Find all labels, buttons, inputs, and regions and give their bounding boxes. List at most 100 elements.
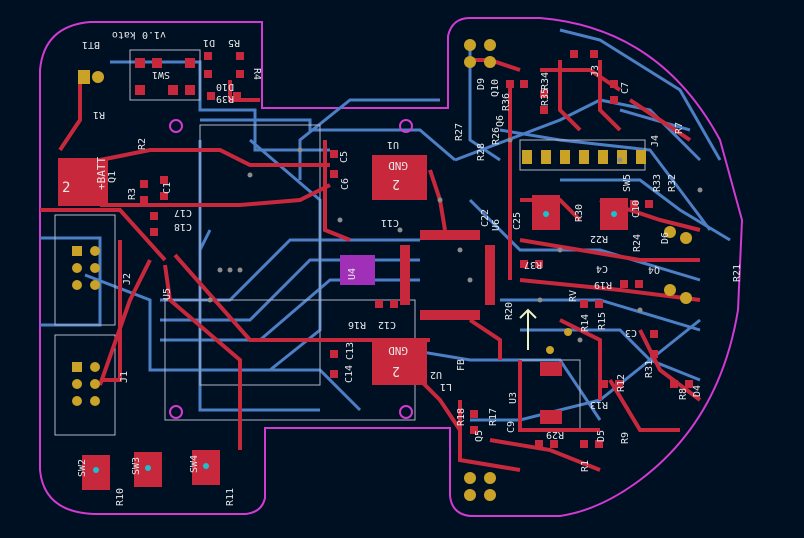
label-r14: R14 [580,314,591,332]
back-trace [200,118,456,162]
label-bt1: BT1 [82,39,100,50]
fab-outline [54,334,116,436]
label-u1-silk-b: 2 [392,176,400,191]
header-j4-pads [522,150,646,164]
label-r17: R17 [488,408,499,426]
label-c17: C17 [174,207,192,218]
label-r28: R28 [476,143,487,161]
label-c3: C3 [625,327,637,338]
front-trace [518,360,600,432]
label-r35: R35 [540,88,551,106]
label-r8: R8 [678,388,689,400]
fab-layer [54,49,646,436]
label-r27: R27 [454,123,465,141]
label-r9: R9 [620,432,631,444]
front-trace [100,183,331,207]
label-c22: C22 [480,209,491,227]
board-outline [39,17,744,517]
label-c12: C12 [378,319,396,330]
label-d10: D10 [216,81,234,92]
motor-pads [464,39,692,501]
label-d4: D4 [692,385,703,397]
label-r18: R18 [456,408,467,426]
label-r10: R10 [115,488,126,506]
front-trace [323,140,351,242]
sw1-pads [135,58,195,95]
front-trace [40,208,167,262]
back-trace [468,40,501,162]
front-trace [489,438,601,472]
board-version-text: v1.0 kato [112,29,166,40]
label-r37: R37 [524,259,542,270]
battery-connector-pad [78,70,90,84]
back-trace [84,273,362,412]
label-bat-silk: +BATT [95,157,108,190]
label-r13: R13 [590,399,608,410]
label-q5: Q5 [474,430,485,442]
label-r11: R11 [225,488,236,506]
label-u4: U4 [347,268,358,280]
label-r29: R29 [546,429,564,440]
label-u2-silk-a: GND [388,344,408,357]
front-trace [228,80,260,102]
battery-connector-pad [92,71,104,83]
label-u6: U6 [491,219,502,231]
label-q6: Q6 [495,115,506,127]
front-trace [608,378,680,432]
back-trace [619,108,691,132]
label-r2: R2 [137,138,148,150]
back-trace [559,28,722,161]
front-trace [638,329,702,402]
front-trace [628,98,692,142]
label-j3: J3 [590,65,601,77]
label-c8: C9 [506,421,517,433]
label-sw5: SW5 [622,174,633,192]
label-sw1: SW1 [152,69,170,80]
label-d5: D5 [596,430,607,442]
label-bat-silk-2: 2 [62,180,70,196]
label-rv: RV [568,290,579,302]
back-trace [499,128,712,231]
label-u5: U5 [162,288,173,300]
front-trace [173,253,320,342]
front-trace [598,60,622,132]
label-r30: R30 [574,204,585,222]
label-c7: C7 [620,82,631,94]
label-j4: J4 [650,135,661,147]
label-r32: R32 [667,174,678,192]
label-u3: U3 [508,392,519,404]
label-c13: C13 [345,342,356,360]
fab-outline [54,214,116,326]
label-r1-bottom: R1 [580,460,591,472]
label-r26: R26 [491,127,502,145]
label-r3: R3 [127,188,138,200]
back-trace [298,98,440,180]
front-trace [558,60,582,132]
label-r4: R4 [251,68,262,80]
label-c5: C5 [339,151,350,163]
u4-body [340,255,375,285]
label-fb: FB [456,359,467,371]
label-sw2: SW2 [77,459,88,477]
u1-body [372,155,427,200]
mcu-pins [400,230,495,320]
label-r16: R16 [348,319,366,330]
label-r19: R19 [594,279,612,290]
label-u2-silk-b: 2 [392,363,400,378]
silkscreen: v1.0 kato BT1 SW1 D1 R5 R4 D10 R39 R1 +B… [62,29,743,506]
header-j2-pads [72,246,100,290]
label-q4: Q4 [648,264,660,275]
label-c18: C18 [174,221,192,232]
label-r22: R22 [590,233,608,244]
label-c4: C4 [596,263,608,274]
u2-body [372,340,427,385]
regulator-u3 [540,362,562,424]
label-l1: L1 [440,381,452,392]
front-trace [58,80,82,152]
front-trace [519,278,701,302]
label-r21: R21 [732,264,743,282]
label-c6: C6 [340,178,351,190]
label-c14: C14 [344,365,355,383]
label-j1: J1 [119,371,130,383]
label-r12: R12 [616,374,627,392]
